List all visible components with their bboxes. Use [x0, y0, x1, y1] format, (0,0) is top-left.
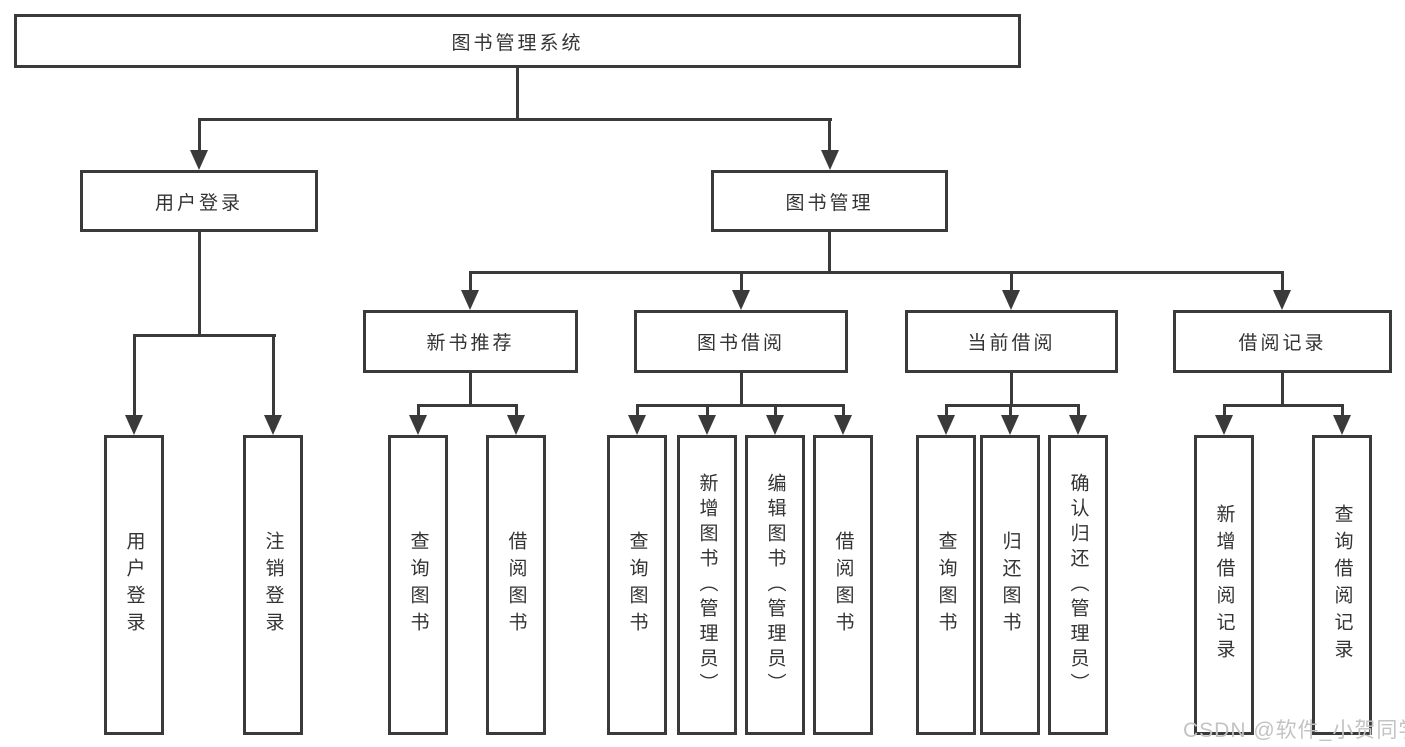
- connector-current-borrow-hbar: [945, 404, 1080, 407]
- node-leaf-bb-borrow-label: 借阅图书: [832, 531, 854, 639]
- arrowhead-current-borrow: [1002, 290, 1020, 310]
- node-borrow-records: 借阅记录: [1173, 310, 1392, 373]
- connector-drop-nbr-borrow: [515, 404, 518, 418]
- node-leaf-user-login: 用户登录: [104, 435, 164, 735]
- node-book-mgmt: 图书管理: [711, 170, 948, 232]
- connector-drop-user-login: [198, 118, 201, 155]
- connector-user-login-stem: [198, 232, 201, 337]
- connector-book-borrow-hbar: [636, 404, 845, 407]
- node-user-login-label: 用户登录: [154, 192, 243, 214]
- node-book-borrow-label: 图书借阅: [696, 333, 785, 354]
- node-leaf-cb-return: 归还图书: [980, 435, 1040, 735]
- connector-drop-bb-borrow: [842, 404, 845, 418]
- connector-drop-br-query: [1341, 404, 1344, 418]
- connector-user-login-hbar: [133, 334, 276, 337]
- node-leaf-cb-confirm: 确认归还（管理员）: [1048, 435, 1108, 735]
- node-new-book-rec: 新书推荐: [363, 310, 578, 373]
- connector-root-hbar: [198, 118, 832, 121]
- connector-root-stem: [516, 68, 519, 121]
- node-root: 图书管理系统: [14, 14, 1021, 68]
- connector-drop-new-book-rec: [469, 271, 472, 296]
- node-leaf-br-query: 查询借阅记录: [1312, 435, 1372, 735]
- node-leaf-bb-edit: 编辑图书（管理员）: [745, 435, 805, 735]
- connector-current-borrow-stem: [1010, 373, 1013, 407]
- arrowhead-nbr-query: [409, 415, 427, 435]
- node-book-borrow: 图书借阅: [634, 310, 848, 373]
- connector-drop-nbr-query: [417, 404, 420, 418]
- connector-drop-cb-query: [945, 404, 948, 418]
- arrowhead-bb-add: [698, 415, 716, 435]
- connector-borrow-records-hbar: [1223, 404, 1344, 407]
- node-book-mgmt-label: 图书管理: [785, 192, 874, 214]
- node-leaf-user-login-label: 用户登录: [123, 531, 145, 639]
- connector-drop-book-borrow: [740, 271, 743, 296]
- connector-book-mgmt-hbar: [469, 271, 1282, 274]
- connector-drop-current-borrow: [1010, 271, 1013, 296]
- arrowhead-new-book-rec: [461, 290, 479, 310]
- connector-drop-cb-return: [1009, 404, 1012, 418]
- connector-new-book-rec-hbar: [417, 404, 518, 407]
- node-new-book-rec-label: 新书推荐: [426, 333, 515, 354]
- csdn-watermark: CSDN @软件_小贺同学: [1183, 719, 1405, 742]
- arrowhead-br-query: [1333, 415, 1351, 435]
- node-current-borrow-label: 当前借阅: [967, 333, 1056, 354]
- connector-book-borrow-stem: [740, 373, 743, 407]
- node-leaf-nbr-borrow-label: 借阅图书: [505, 531, 527, 639]
- connector-drop-book-mgmt: [828, 118, 831, 155]
- arrowhead-cb-confirm: [1069, 415, 1087, 435]
- node-leaf-cb-return-label: 归还图书: [999, 531, 1021, 639]
- node-leaf-nbr-query-label: 查询图书: [407, 531, 429, 639]
- node-leaf-br-add-label: 新增借阅记录: [1213, 504, 1235, 666]
- arrowhead-cb-return: [1001, 415, 1019, 435]
- arrowhead-leaf-logout: [264, 415, 282, 435]
- arrowhead-br-add: [1215, 415, 1233, 435]
- node-leaf-nbr-query: 查询图书: [388, 435, 448, 735]
- node-leaf-br-add: 新增借阅记录: [1194, 435, 1254, 735]
- arrowhead-bb-edit: [766, 415, 784, 435]
- node-leaf-bb-query: 查询图书: [607, 435, 667, 735]
- node-leaf-bb-borrow: 借阅图书: [813, 435, 873, 735]
- node-leaf-cb-query-label: 查询图书: [935, 531, 957, 639]
- connector-drop-bb-edit: [774, 404, 777, 418]
- arrowhead-leaf-user-login: [125, 415, 143, 435]
- arrowhead-bb-borrow: [834, 415, 852, 435]
- arrowhead-book-mgmt: [821, 150, 839, 170]
- node-current-borrow: 当前借阅: [905, 310, 1118, 373]
- connector-new-book-rec-stem: [469, 373, 472, 407]
- node-leaf-logout: 注销登录: [243, 435, 303, 735]
- connector-drop-br-add: [1223, 404, 1226, 418]
- node-leaf-bb-query-label: 查询图书: [626, 531, 648, 639]
- node-leaf-br-query-label: 查询借阅记录: [1331, 504, 1353, 666]
- node-leaf-bb-add-label: 新增图书（管理员）: [696, 472, 718, 698]
- connector-drop-leaf-logout: [272, 334, 275, 417]
- node-root-label: 图书管理系统: [451, 32, 584, 54]
- node-leaf-cb-query: 查询图书: [916, 435, 976, 735]
- connector-drop-bb-query: [636, 404, 639, 418]
- arrowhead-book-borrow: [732, 290, 750, 310]
- connector-drop-leaf-user-login: [133, 334, 136, 417]
- arrowhead-borrow-records: [1273, 290, 1291, 310]
- arrowhead-nbr-borrow: [507, 415, 525, 435]
- node-borrow-records-label: 借阅记录: [1238, 333, 1327, 354]
- connector-drop-bb-add: [706, 404, 709, 418]
- arrowhead-cb-query: [937, 415, 955, 435]
- arrowhead-user-login: [190, 150, 208, 170]
- connector-borrow-records-stem: [1281, 373, 1284, 407]
- node-leaf-bb-edit-label: 编辑图书（管理员）: [764, 472, 786, 698]
- node-leaf-bb-add: 新增图书（管理员）: [677, 435, 737, 735]
- node-leaf-cb-confirm-label: 确认归还（管理员）: [1067, 472, 1089, 698]
- node-leaf-logout-label: 注销登录: [262, 531, 284, 639]
- connector-drop-borrow-records: [1281, 271, 1284, 296]
- node-leaf-nbr-borrow: 借阅图书: [486, 435, 546, 735]
- connector-drop-cb-confirm: [1077, 404, 1080, 418]
- connector-book-mgmt-stem: [828, 232, 831, 274]
- arrowhead-bb-query: [628, 415, 646, 435]
- node-user-login: 用户登录: [80, 170, 318, 232]
